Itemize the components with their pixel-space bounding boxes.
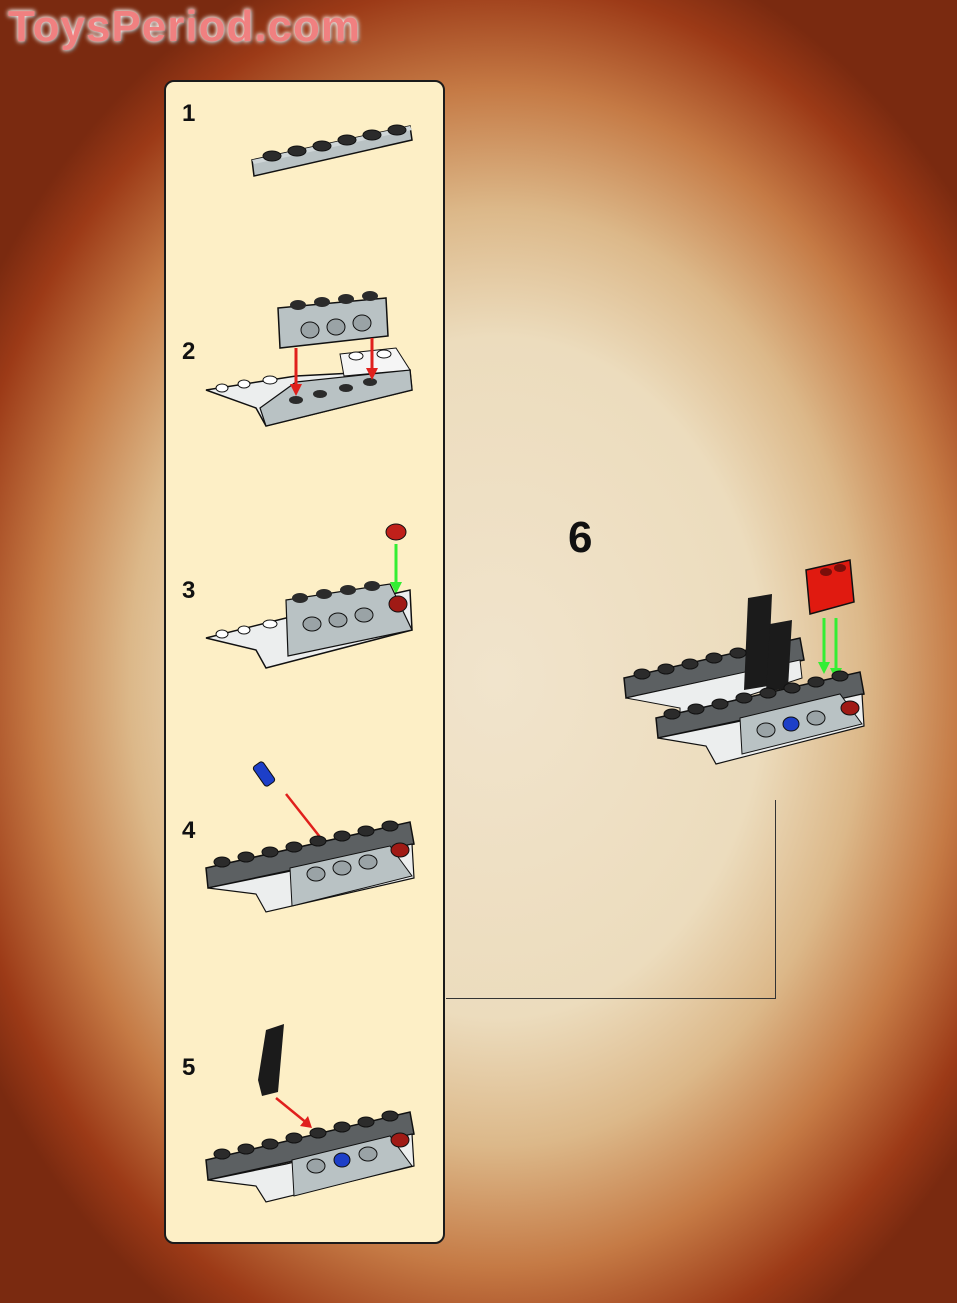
step-number-4: 4 bbox=[182, 817, 196, 844]
step-number-3: 3 bbox=[182, 577, 196, 604]
step-number-1: 1 bbox=[182, 100, 196, 127]
step-2-illustration bbox=[205, 291, 413, 427]
watermark: ToysPeriod.com bbox=[8, 2, 362, 51]
step-4-illustration bbox=[205, 761, 415, 913]
main-step-number: 6 bbox=[568, 513, 593, 562]
step-number-5: 5 bbox=[182, 1054, 196, 1081]
sub-steps-panel: 1 2 3 4 5 bbox=[164, 80, 445, 1244]
step-number-2: 2 bbox=[182, 338, 196, 365]
step-1-illustration bbox=[251, 124, 413, 177]
step-6-illustration bbox=[623, 559, 865, 765]
step-5-illustration bbox=[205, 1024, 415, 1203]
connector-line-horizontal bbox=[446, 998, 776, 999]
step-3-illustration bbox=[205, 523, 413, 669]
connector-line-vertical bbox=[775, 800, 776, 999]
